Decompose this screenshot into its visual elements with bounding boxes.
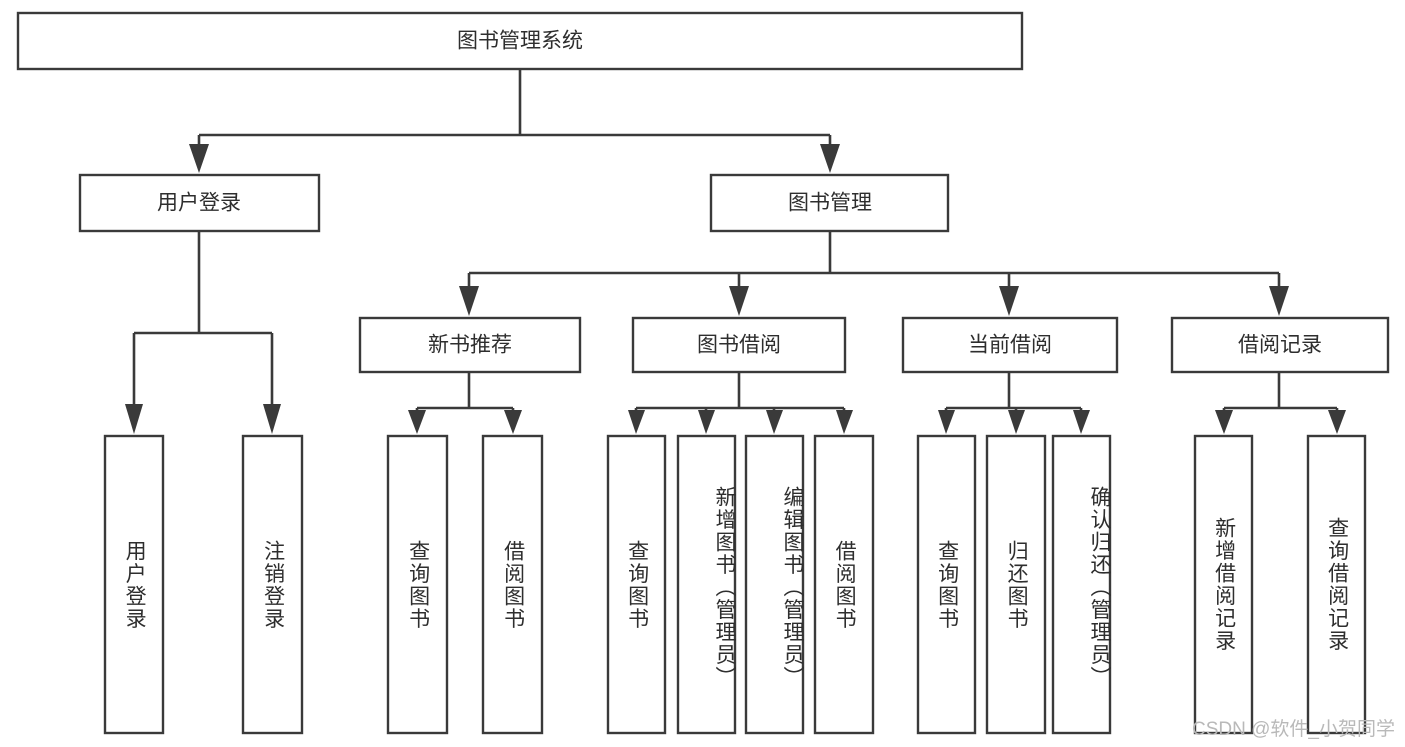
leaf-user-login-box[interactable] [103, 434, 165, 735]
leaf-edit-book-box[interactable] [744, 434, 805, 735]
leaf-confirm-return-box[interactable] [1051, 434, 1112, 735]
leaf-borrow-book-label: 借阅图书 [833, 539, 857, 630]
node-current-borrow-box[interactable] [901, 316, 1119, 374]
node-user-login[interactable]: 用户登录 [78, 173, 321, 233]
node-current-borrow-label: 当前借阅 [968, 334, 1052, 357]
leaf-add-record-box[interactable] [1193, 434, 1254, 735]
leaf-user-login-label: 用户登录 [123, 539, 147, 630]
connector-group-user-login [125, 231, 281, 434]
leaf-confirm-return-label: 确认归还（管理员） [1088, 486, 1111, 689]
leaf-logout-box[interactable] [241, 434, 304, 735]
arrow-head-book-borrow [729, 286, 749, 316]
node-book-manage-box[interactable] [709, 173, 950, 233]
node-new-book-recommend-box[interactable] [358, 316, 582, 374]
connector-group-borrow-record [1215, 372, 1346, 434]
node-root-label: 图书管理系统 [457, 30, 583, 53]
arrow-head-book-manage [820, 144, 840, 173]
arrow-head-leaf-return-book [1008, 410, 1025, 434]
node-borrow-record[interactable]: 借阅记录 [1170, 316, 1390, 374]
arrow-head-user-login [189, 144, 209, 173]
node-borrow-record-label: 借阅记录 [1238, 334, 1322, 357]
leaf-query-book-borrow-box[interactable] [606, 434, 667, 735]
arrow-head-leaf-query-book-rec [408, 410, 426, 434]
leaf-query-book-cur-box[interactable] [916, 434, 977, 735]
arrow-head-leaf-query-book-borrow [628, 410, 645, 434]
node-root-box[interactable] [16, 11, 1024, 71]
node-book-manage-label: 图书管理 [788, 192, 872, 215]
connector-group-book-manage [459, 231, 1289, 316]
arrow-head-leaf-query-book-cur [938, 410, 955, 434]
arrow-head-leaf-borrow-book [836, 410, 853, 434]
arrow-head-borrow-record [1269, 286, 1289, 316]
arrow-head-leaf-user-login [125, 404, 143, 434]
leaf-edit-book-label: 编辑图书（管理员） [781, 486, 804, 689]
node-current-borrow[interactable]: 当前借阅 [901, 316, 1119, 374]
leaf-add-book-box[interactable] [676, 434, 737, 735]
leaf-query-book-rec-label: 查询图书 [406, 539, 430, 630]
arrow-head-leaf-edit-book [766, 410, 783, 434]
node-book-borrow[interactable]: 图书借阅 [631, 316, 847, 374]
leaf-box-group [103, 434, 1367, 735]
csdn-watermark: CSDN @软件_小贺同学 [1192, 719, 1395, 740]
leaf-query-record-label: 查询借阅记录 [1325, 517, 1349, 652]
leaf-borrow-book-box[interactable] [813, 434, 875, 735]
node-user-login-label: 用户登录 [157, 192, 241, 215]
connector-group-new-book-recommend [408, 372, 522, 434]
leaf-query-book-cur-label: 查询图书 [935, 539, 959, 630]
arrow-head-leaf-borrow-book-rec [504, 410, 522, 434]
leaf-query-book-rec-box[interactable] [386, 434, 449, 735]
arrow-head-leaf-query-record [1328, 410, 1346, 434]
leaf-return-book-box[interactable] [985, 434, 1047, 735]
arrow-head-leaf-add-record [1215, 410, 1233, 434]
node-borrow-record-box[interactable] [1170, 316, 1390, 374]
leaf-add-record-label: 新增借阅记录 [1212, 517, 1236, 652]
node-root[interactable]: 图书管理系统 [16, 11, 1024, 71]
node-user-login-box[interactable] [78, 173, 321, 233]
leaf-logout-label: 注销登录 [261, 539, 285, 630]
node-new-book-recommend-label: 新书推荐 [428, 334, 512, 357]
node-book-borrow-label: 图书借阅 [697, 334, 781, 357]
leaf-add-book-label: 新增图书（管理员） [713, 486, 736, 689]
node-new-book-recommend[interactable]: 新书推荐 [358, 316, 582, 374]
connector-group-root [189, 69, 840, 173]
arrow-head-leaf-confirm-return [1073, 410, 1090, 434]
connector-group-book-borrow [628, 372, 853, 434]
leaf-borrow-book-rec-label: 借阅图书 [501, 539, 525, 630]
connector-group-current-borrow [938, 372, 1090, 434]
node-book-manage[interactable]: 图书管理 [709, 173, 950, 233]
arrow-head-leaf-add-book [698, 410, 715, 434]
arrow-head-leaf-logout [263, 404, 281, 434]
leaf-borrow-book-rec-box[interactable] [481, 434, 544, 735]
arrow-head-current-borrow [999, 286, 1019, 316]
node-book-borrow-box[interactable] [631, 316, 847, 374]
leaf-return-book-label: 归还图书 [1005, 539, 1029, 630]
leaf-query-book-borrow-label: 查询图书 [625, 539, 649, 630]
arrow-head-new-book-recommend [459, 286, 479, 316]
leaf-query-record-box[interactable] [1306, 434, 1367, 735]
